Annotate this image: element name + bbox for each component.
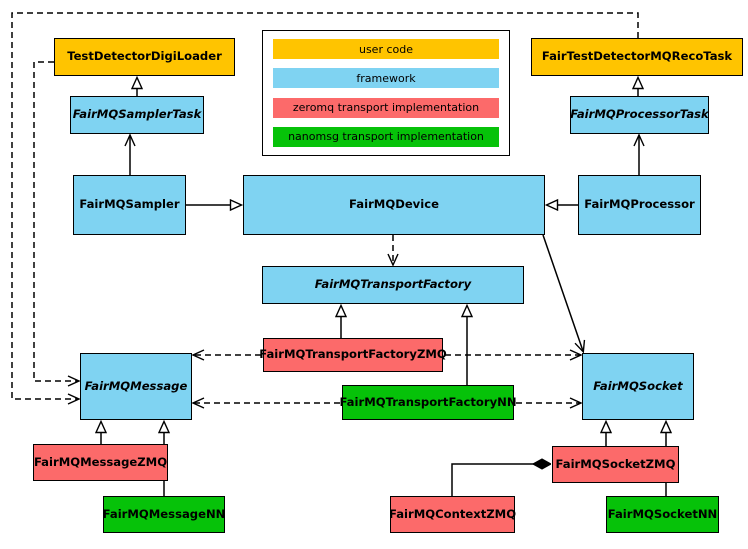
- class-node-fairmqmessage[interactable]: FairMQMessage: [80, 353, 192, 420]
- class-node-fairmqsocket[interactable]: FairMQSocket: [582, 353, 694, 420]
- class-node-fairmqsocketnn[interactable]: FairMQSocketNN: [606, 496, 719, 533]
- class-node-fairmqsamplertask[interactable]: FairMQSamplerTask: [70, 96, 204, 134]
- legend-label-zeromq: zeromq transport implementation: [292, 101, 480, 115]
- class-node-fairmqcontextzmq[interactable]: FairMQContextZMQ: [389, 496, 516, 533]
- legend-label-framework: framework: [356, 71, 416, 85]
- class-node-fairmqsocketzmq[interactable]: FairMQSocketZMQ: [552, 446, 679, 483]
- legend-item-nanomsg: nanomsg transport implementation: [273, 126, 499, 147]
- class-node-fairtestdetectormqrecotask[interactable]: FairTestDetectorMQRecoTask: [531, 38, 743, 76]
- class-node-fairmqtransportfactorynn[interactable]: FairMQTransportFactoryNN: [339, 385, 517, 420]
- legend-label-nanomsg: nanomsg transport implementation: [288, 130, 484, 144]
- class-node-fairmqprocessor[interactable]: FairMQProcessor: [578, 175, 701, 235]
- class-node-fairmqtransportfactoryzmq[interactable]: FairMQTransportFactoryZMQ: [259, 338, 447, 372]
- legend-label-user-code: user code: [358, 42, 414, 56]
- legend-panel: user code framework zeromq transport imp…: [262, 30, 510, 156]
- legend-item-framework: framework: [273, 68, 499, 89]
- legend-item-zeromq: zeromq transport implementation: [273, 97, 499, 118]
- edge-device-socket: [542, 234, 586, 354]
- class-node-testdetectordigiloader[interactable]: TestDetectorDigiLoader: [54, 38, 235, 76]
- edge-socketzmq-contextzmq: [451, 464, 550, 496]
- class-node-fairmqmessagezmq[interactable]: FairMQMessageZMQ: [33, 444, 168, 481]
- legend-item-user-code: user code: [273, 39, 499, 59]
- class-node-fairmqmessagenn[interactable]: FairMQMessageNN: [103, 496, 225, 533]
- class-node-fairmqprocessortask[interactable]: FairMQProcessorTask: [570, 96, 709, 134]
- class-node-fairmqtransportfactory[interactable]: FairMQTransportFactory: [262, 266, 524, 304]
- class-node-fairmqdevice[interactable]: FairMQDevice: [243, 175, 545, 235]
- class-node-fairmqsampler[interactable]: FairMQSampler: [73, 175, 186, 235]
